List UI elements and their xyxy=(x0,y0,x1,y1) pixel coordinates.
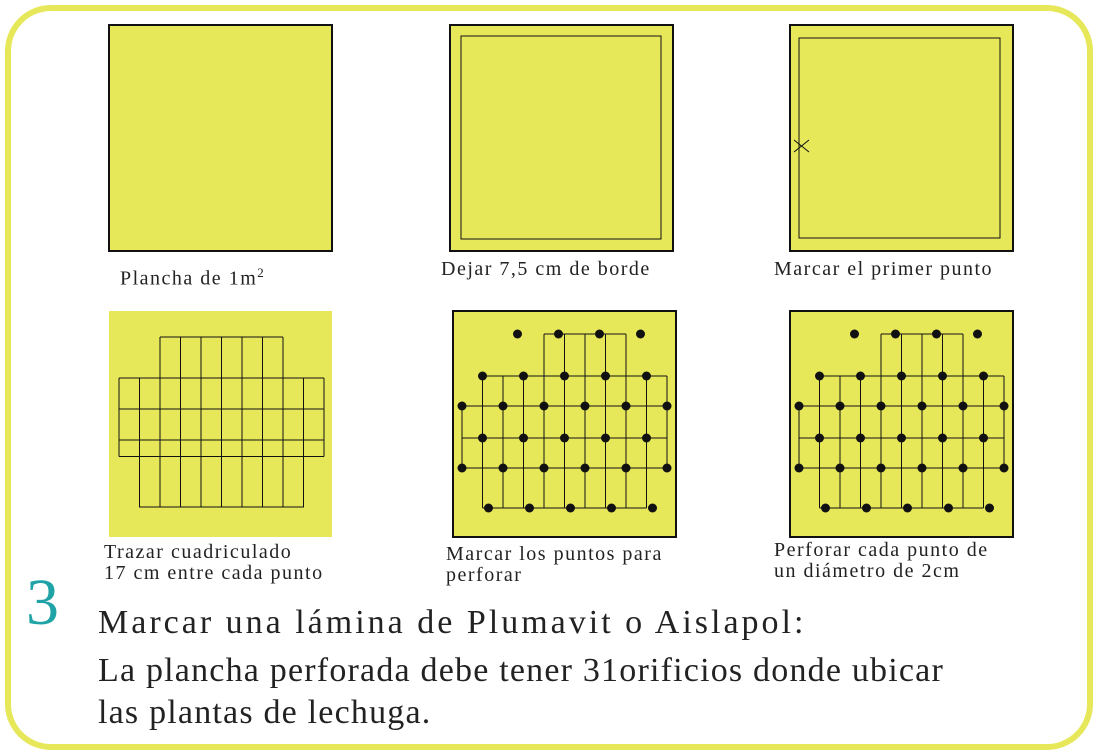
point-dot xyxy=(554,329,563,339)
caption-marcar-puntos: Marcar los puntos para perforar xyxy=(446,544,663,586)
plate-first-point xyxy=(789,24,1014,252)
point-dot xyxy=(794,401,804,411)
point-dot xyxy=(648,503,657,513)
caption-line1: Perforar cada punto de xyxy=(774,539,989,561)
plate-drilled xyxy=(789,310,1014,538)
point-dot xyxy=(973,329,982,339)
grid-lines xyxy=(118,336,325,508)
plate-square xyxy=(108,24,333,252)
caption-line2: perforar xyxy=(446,564,523,586)
point-dot xyxy=(999,401,1009,411)
caption-plancha: Plancha de 1m2 xyxy=(120,262,265,290)
point-dot xyxy=(642,371,651,381)
point-dot xyxy=(876,401,886,411)
point-dot xyxy=(601,371,610,381)
point-dot xyxy=(979,371,988,381)
point-dot xyxy=(815,371,824,381)
point-dot xyxy=(621,401,631,411)
caption-line2: un diámetro de 2cm xyxy=(774,560,961,582)
point-dot xyxy=(835,401,845,411)
plate-square xyxy=(109,311,332,537)
point-dot xyxy=(938,433,947,443)
plate-square xyxy=(789,24,1014,252)
point-dot xyxy=(498,463,508,473)
caption-superscript: 2 xyxy=(257,265,266,280)
step-description-line2: las plantas de lechuga. xyxy=(98,694,432,731)
point-dot xyxy=(835,463,845,473)
caption-perforar: Perforar cada punto de un diámetro de 2c… xyxy=(774,540,989,582)
point-dot xyxy=(566,503,575,513)
point-dot xyxy=(457,401,467,411)
point-dot xyxy=(862,503,871,513)
step-title: Marcar una lámina de Plumavit o Aislapol… xyxy=(98,604,807,641)
point-dot xyxy=(539,401,549,411)
first-point-mark xyxy=(793,139,810,153)
point-dot xyxy=(794,463,804,473)
point-dot xyxy=(519,371,528,381)
point-dot xyxy=(985,503,994,513)
point-dot xyxy=(944,503,953,513)
point-dot xyxy=(457,463,467,473)
caption-line1: Marcar los puntos para xyxy=(446,543,663,565)
point-dot xyxy=(607,503,616,513)
point-dot xyxy=(938,371,947,381)
point-dot xyxy=(595,329,604,339)
point-dot xyxy=(897,433,906,443)
caption-text: Plancha de 1m xyxy=(120,267,258,290)
point-dot xyxy=(560,433,569,443)
caption-primer-punto: Marcar el primer punto xyxy=(774,258,994,280)
border-line xyxy=(460,35,662,240)
point-dot xyxy=(979,433,988,443)
point-dot xyxy=(876,463,886,473)
point-dot xyxy=(560,371,569,381)
point-dot xyxy=(917,401,927,411)
point-dot xyxy=(891,329,900,339)
point-dot xyxy=(601,433,610,443)
plate-grid xyxy=(109,311,332,537)
border-line xyxy=(798,37,1001,239)
point-dot xyxy=(636,329,645,339)
point-dot xyxy=(484,503,493,513)
plate-plain xyxy=(108,24,333,252)
point-dot xyxy=(932,329,941,339)
step-number: 3 xyxy=(26,566,59,639)
point-dot xyxy=(478,433,487,443)
point-dot xyxy=(519,433,528,443)
point-dot xyxy=(580,463,590,473)
point-dot xyxy=(815,433,824,443)
point-dot xyxy=(662,463,672,473)
point-dot xyxy=(621,463,631,473)
point-dot xyxy=(958,401,968,411)
point-dot xyxy=(478,371,487,381)
point-dot xyxy=(897,371,906,381)
caption-line2: 17 cm entre cada punto xyxy=(104,562,324,584)
point-dot xyxy=(662,401,672,411)
step-description-line1: La plancha perforada debe tener 31orific… xyxy=(98,652,944,689)
caption-line1: Trazar cuadriculado xyxy=(104,541,293,563)
point-dot xyxy=(903,503,912,513)
point-dot xyxy=(856,433,865,443)
marked-points xyxy=(457,329,672,513)
caption-cuadriculado: Trazar cuadriculado 17 cm entre cada pun… xyxy=(104,542,324,584)
point-dot xyxy=(513,329,522,339)
point-dot xyxy=(850,329,859,339)
point-dot xyxy=(580,401,590,411)
point-dot xyxy=(856,371,865,381)
drilled-holes xyxy=(794,329,1009,513)
point-dot xyxy=(999,463,1009,473)
plate-marked-points xyxy=(452,310,677,538)
plate-square xyxy=(449,24,674,252)
point-dot xyxy=(821,503,830,513)
point-dot xyxy=(525,503,534,513)
plate-with-border xyxy=(449,24,674,252)
point-dot xyxy=(642,433,651,443)
point-dot xyxy=(498,401,508,411)
point-dot xyxy=(958,463,968,473)
point-dot xyxy=(917,463,927,473)
point-dot xyxy=(539,463,549,473)
caption-borde: Dejar 7,5 cm de borde xyxy=(441,258,651,280)
